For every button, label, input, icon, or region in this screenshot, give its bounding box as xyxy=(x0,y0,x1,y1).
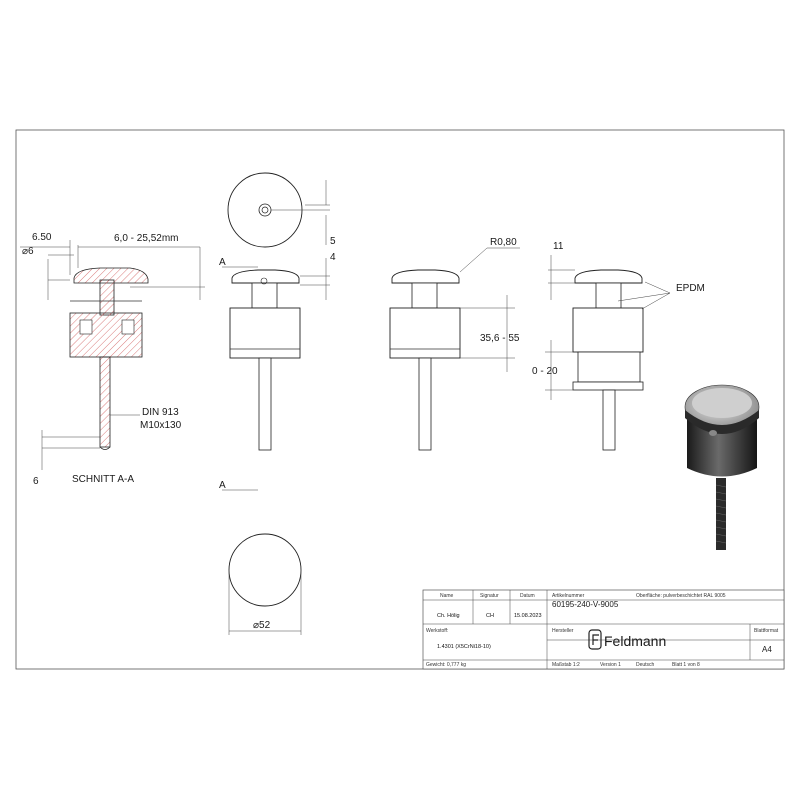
tb-header-surface: Oberfläche: pulverbeschichtet RAL 9005 xyxy=(636,593,726,599)
title-block: Name Signatur Datum Artikelnummer Oberfl… xyxy=(422,589,785,670)
epdm-label: EPDM xyxy=(676,283,705,294)
dim-radius: R0,80 xyxy=(490,237,517,248)
tb-language: Deutsch xyxy=(636,662,655,668)
dim-extension-range: 0 - 20 xyxy=(532,366,558,377)
tb-sheet: Blatt 1 von 8 xyxy=(672,662,700,668)
tb-value-format: A4 xyxy=(762,645,772,654)
tb-value-signature: CH xyxy=(486,613,494,619)
product-render xyxy=(684,384,760,550)
feldmann-logo: Feldmann xyxy=(588,629,666,650)
tb-value-article: 60195-240-V-9005 xyxy=(552,600,619,609)
tb-header-manufacturer: Hersteller xyxy=(552,628,574,634)
section-pin xyxy=(99,279,115,316)
section-marker-bottom: A xyxy=(219,480,226,491)
section-cap xyxy=(73,267,149,284)
dim-bottom-6: 6 xyxy=(33,476,39,487)
screw-label-din: DIN 913 xyxy=(142,407,179,418)
tb-value-date: 15.08.2023 xyxy=(514,613,542,619)
drawing-frame xyxy=(15,129,785,670)
dim-top-11: 11 xyxy=(553,241,564,252)
dim-offset-5: 5 xyxy=(330,236,336,247)
front-view: 4 A A xyxy=(219,252,336,491)
tb-header-article: Artikelnummer xyxy=(552,593,585,599)
bottom-view-outline xyxy=(228,533,302,607)
section-view: 6.50 ⌀6 6,0 - 25,52mm DIN 913 M10x130 6 … xyxy=(20,232,205,487)
dim-top-width: 6.50 xyxy=(32,232,52,243)
dim-diameter-6: ⌀6 xyxy=(22,246,34,257)
dim-range-section: 6,0 - 25,52mm xyxy=(114,233,178,244)
top-view: 5 xyxy=(227,172,336,248)
brand-name: Feldmann xyxy=(604,633,666,649)
tb-header-name: Name xyxy=(440,593,454,599)
tb-header-format: Blattformat xyxy=(754,628,779,634)
dim-diameter-52: ⌀52 xyxy=(253,620,271,631)
tb-header-material: Werkstoff: xyxy=(426,628,448,634)
tb-scale: Maßstab 1:2 xyxy=(552,662,580,668)
tb-version: Version 1 xyxy=(600,662,621,668)
bottom-view: ⌀52 xyxy=(228,533,302,635)
tb-weight: Gewicht: 0,777 kg xyxy=(426,662,466,668)
section-marker-top: A xyxy=(219,257,226,268)
tb-value-material: 1.4301 (X5CrNi18-10) xyxy=(437,644,491,650)
tb-header-date: Datum xyxy=(520,593,535,599)
dim-cap-4: 4 xyxy=(330,252,336,263)
section-threaded-rod xyxy=(99,356,111,448)
section-body xyxy=(69,312,143,358)
screw-label-size: M10x130 xyxy=(140,420,182,431)
tb-header-signature: Signatur xyxy=(480,593,499,599)
tb-value-name: Ch. Hölig xyxy=(437,613,460,619)
extended-view: 11 EPDM 0 - 20 xyxy=(532,241,705,451)
side-view: R0,80 35,6 - 55 xyxy=(389,237,520,451)
section-caption: SCHNITT A-A xyxy=(72,474,134,485)
dim-height-range: 35,6 - 55 xyxy=(480,333,520,344)
